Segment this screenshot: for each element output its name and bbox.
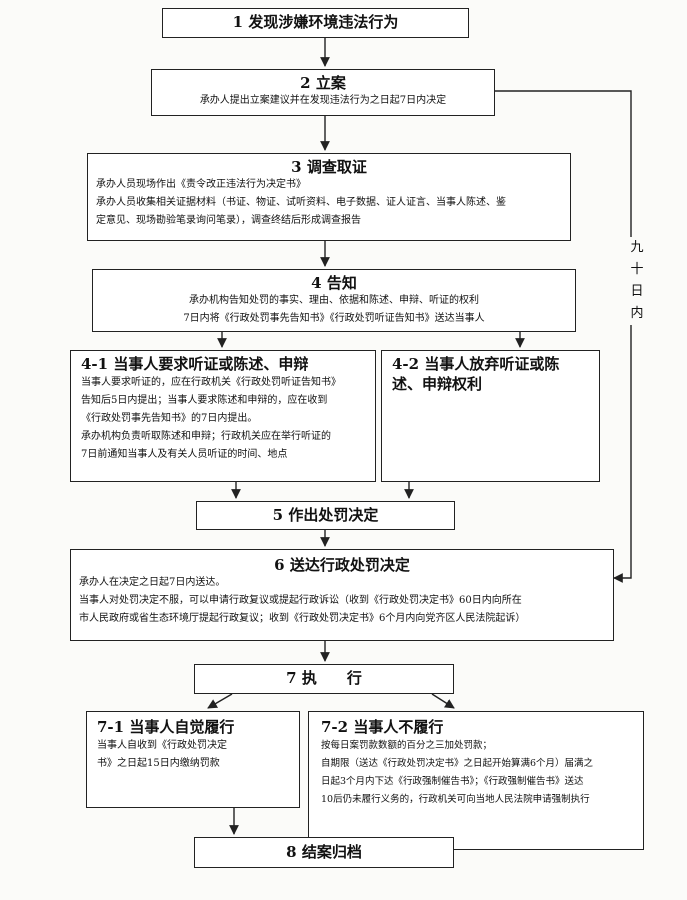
step-2-line-1: 承办人提出立案建议并在发现违法行为之日起7日内决定 (199, 95, 447, 106)
step-2-box: 2 立案 承办人提出立案建议并在发现违法行为之日起7日内决定 (151, 69, 495, 116)
step-4-1-line-4: 承办机构负责听取陈述和申辩；行政机关应在举行听证的 (81, 431, 331, 442)
step-8-title: 8 结案归档 (286, 843, 362, 861)
step-7-2-title: 7-2 当事人不履行 (321, 718, 444, 736)
step-7-2-line-1: 按每日案罚款数额的百分之三加处罚款； (321, 740, 493, 751)
step-7-2-line-4: 10后仍未履行义务的，行政机关可向当地人民法院申请强制执行 (321, 794, 590, 805)
step-4-2-title: 4-2 当事人放弃听证或陈述、申辩权利 (392, 355, 560, 393)
side-label-char-3: 日 (629, 281, 645, 303)
step-2-title: 2 立案 (300, 74, 346, 92)
step-7-1-box: 7-1 当事人自觉履行 当事人自收到《行政处罚决定 书》之日起15日内缴纳罚款 (86, 711, 300, 808)
step-4-1-line-1: 当事人要求听证的，应在行政机关《行政处罚听证告知书》 (81, 377, 341, 388)
side-label-char-1: 九 (629, 237, 645, 259)
step-4-1-line-5: 7日前通知当事人及有关人员听证的时间、地点 (81, 449, 288, 460)
step-3-line-3: 定意见、现场勘验笔录询问笔录），调查终结后形成调查报告 (96, 215, 361, 226)
step-4-1-box: 4-1 当事人要求听证或陈述、申辩 当事人要求听证的，应在行政机关《行政处罚听证… (70, 350, 376, 482)
step-4-line-1: 承办机构告知处罚的事实、理由、依据和陈述、申辩、听证的权利 (189, 295, 479, 306)
step-7-2-line-3: 日起3个月内下达《行政强制催告书》；《行政强制催告书》送达 (321, 776, 584, 787)
step-4-title: 4 告知 (311, 274, 357, 292)
step-4-2-box: 4-2 当事人放弃听证或陈述、申辩权利 (381, 350, 600, 482)
step-1-title: 1 发现涉嫌环境违法行为 (232, 13, 399, 31)
step-5-box: 5 作出处罚决定 (196, 501, 455, 530)
step-3-title: 3 调查取证 (291, 158, 367, 176)
step-4-1-title: 4-1 当事人要求听证或陈述、申辩 (81, 355, 309, 373)
step-7-2-box: 7-2 当事人不履行 按每日案罚款数额的百分之三加处罚款； 自期限（送达《行政处… (308, 711, 644, 850)
step-4-line-2: 7日内将《行政处罚事先告知书》《行政处罚听证告知书》送达当事人 (183, 313, 485, 324)
step-7-title: 7 执 行 (286, 669, 362, 687)
step-7-box: 7 执 行 (194, 664, 454, 694)
arrow-7-72 (431, 693, 455, 709)
step-6-line-3: 市人民政府或省生态环境厅提起行政复议；收到《行政处罚决定书》6个月内向党齐区人民… (79, 613, 526, 624)
step-3-line-2: 承办人员收集相关证据材料（书证、物证、试听资料、电子数据、证人证言、当事人陈述、… (96, 197, 506, 208)
step-6-title: 6 送达行政处罚决定 (274, 556, 410, 574)
arrow-side-90days (495, 90, 632, 583)
step-7-1-line-1: 当事人自收到《行政处罚决定 (97, 740, 227, 751)
step-3-box: 3 调查取证 承办人员现场作出《责令改正违法行为决定书》 承办人员收集相关证据材… (87, 153, 571, 241)
step-8-box: 8 结案归档 (194, 837, 454, 868)
step-6-box: 6 送达行政处罚决定 承办人在决定之日起7日内送达。 当事人对处罚决定不服，可以… (70, 549, 614, 641)
side-label-char-4: 内 (629, 303, 645, 325)
step-6-line-1: 承办人在决定之日起7日内送达。 (79, 577, 226, 588)
side-label-char-2: 十 (629, 259, 645, 281)
step-7-2-line-2: 自期限（送达《行政处罚决定书》之日起开始算满6个月）届满之 (321, 758, 594, 769)
arrow-7-71 (207, 693, 233, 709)
step-6-line-2: 当事人对处罚决定不服，可以申请行政复议或提起行政诉讼（收到《行政处罚决定书》60… (79, 595, 522, 606)
step-4-box: 4 告知 承办机构告知处罚的事实、理由、依据和陈述、申辩、听证的权利 7日内将《… (92, 269, 576, 332)
step-4-1-line-2: 告知后5日内提出；当事人要求陈述和申辩的，应在收到 (81, 395, 328, 406)
step-7-1-title: 7-1 当事人自觉履行 (97, 718, 235, 736)
step-1-box: 1 发现涉嫌环境违法行为 (162, 8, 469, 38)
step-5-title: 5 作出处罚决定 (272, 506, 379, 524)
step-3-line-1: 承办人员现场作出《责令改正违法行为决定书》 (96, 179, 306, 190)
step-4-1-line-3: 《行政处罚事先告知书》的7日内提出。 (81, 413, 258, 424)
step-7-1-line-2: 书》之日起15日内缴纳罚款 (97, 758, 220, 769)
